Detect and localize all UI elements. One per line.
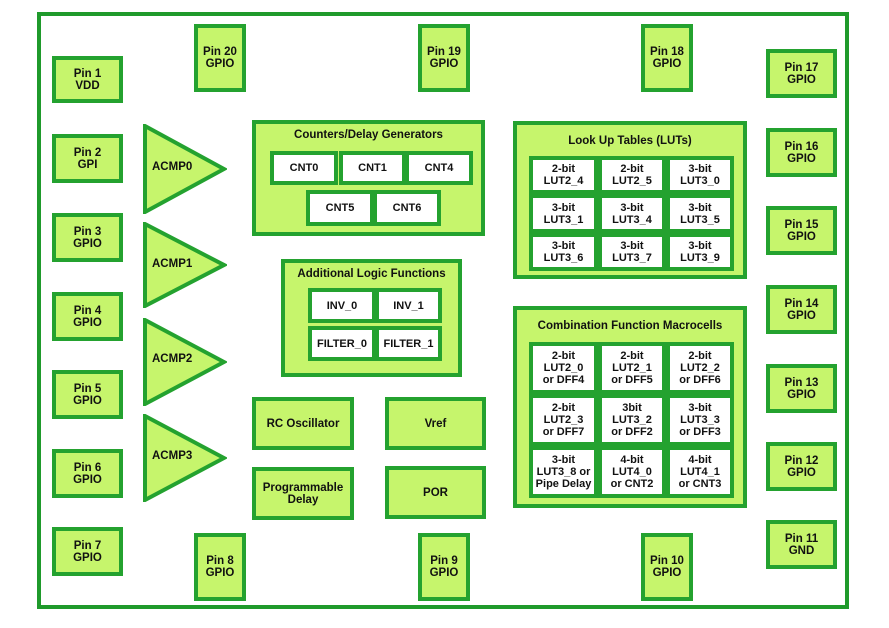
lut-cell: 3-bit LUT3_9 [666,233,734,271]
lut-cell: 3-bit LUT3_4 [598,194,666,233]
macrocell: 2-bit LUT2_2 or DFF6 [666,342,734,394]
counter-cnt1: CNT1 [339,151,406,185]
lut-cell: 2-bit LUT2_4 [529,156,598,194]
counter-cnt0: CNT0 [270,151,338,185]
lut-cell: 2-bit LUT2_5 [598,156,666,194]
pin-13: Pin 13 GPIO [766,364,837,413]
acmp3-label: ACMP3 [152,450,193,462]
pin-6: Pin 6 GPIO [52,449,123,498]
pin-19: Pin 19 GPIO [418,24,470,92]
counter-cnt4: CNT4 [405,151,473,185]
pin-4: Pin 4 GPIO [52,292,123,341]
logic-filter-0: FILTER_0 [308,326,376,361]
pin-18: Pin 18 GPIO [641,24,693,92]
macrocell: 4-bit LUT4_1 or CNT3 [666,446,734,498]
acmp1-label: ACMP1 [152,258,193,270]
pin-1: Pin 1 VDD [52,56,123,103]
programmable-delay-block: Programmable Delay [252,467,354,520]
lut-cell: 3-bit LUT3_5 [666,194,734,233]
rc-oscillator-block: RC Oscillator [252,397,354,450]
macrocell: 2-bit LUT2_1 or DFF5 [598,342,666,394]
luts-group: Look Up Tables (LUTs) 2-bit LUT2_4 2-bit… [513,121,747,279]
acmp3-triangle [143,414,227,502]
logic-inv-1: INV_1 [375,288,442,323]
acmp0-label: ACMP0 [152,161,193,173]
pin-11: Pin 11 GND [766,520,837,569]
lut-cell: 3-bit LUT3_1 [529,194,598,233]
pin-20: Pin 20 GPIO [194,24,246,92]
luts-title: Look Up Tables (LUTs) [568,135,692,147]
lut-cell: 3-bit LUT3_6 [529,233,598,271]
pin-17: Pin 17 GPIO [766,49,837,98]
counters-title: Counters/Delay Generators [294,129,443,141]
lut-cell: 3-bit LUT3_7 [598,233,666,271]
logic-inv-0: INV_0 [308,288,376,323]
acmp0-triangle [143,124,227,214]
macrocells-group: Combination Function Macrocells 2-bit LU… [513,306,747,508]
macrocell: 4-bit LUT4_0 or CNT2 [598,446,666,498]
macrocell: 3-bit LUT3_8 or Pipe Delay [529,446,598,498]
logic-title: Additional Logic Functions [297,268,446,280]
logic-group: Additional Logic Functions INV_0 INV_1 F… [281,259,462,377]
pin-7: Pin 7 GPIO [52,527,123,576]
pin-2: Pin 2 GPI [52,134,123,183]
macrocell: 3-bit LUT3_3 or DFF3 [666,394,734,446]
acmp2-label: ACMP2 [152,353,193,365]
acmp2-triangle [143,318,227,406]
pin-14: Pin 14 GPIO [766,285,837,334]
pin-3: Pin 3 GPIO [52,213,123,262]
pin-15: Pin 15 GPIO [766,206,837,255]
counter-cnt6: CNT6 [373,190,441,226]
vref-block: Vref [385,397,486,450]
pin-12: Pin 12 GPIO [766,442,837,491]
pin-10: Pin 10 GPIO [641,533,693,601]
por-block: POR [385,466,486,519]
logic-filter-1: FILTER_1 [375,326,442,361]
pin-8: Pin 8 GPIO [194,533,246,601]
macrocells-title: Combination Function Macrocells [537,320,723,332]
macrocell: 2-bit LUT2_3 or DFF7 [529,394,598,446]
pin-9: Pin 9 GPIO [418,533,470,601]
counter-cnt5: CNT5 [306,190,374,226]
macrocell: 2-bit LUT2_0 or DFF4 [529,342,598,394]
counters-group: Counters/Delay Generators CNT0 CNT1 CNT4… [252,120,485,236]
acmp1-triangle [143,222,227,308]
pin-16: Pin 16 GPIO [766,128,837,177]
macrocell: 3bit LUT3_2 or DFF2 [598,394,666,446]
lut-cell: 3-bit LUT3_0 [666,156,734,194]
pin-5: Pin 5 GPIO [52,370,123,419]
